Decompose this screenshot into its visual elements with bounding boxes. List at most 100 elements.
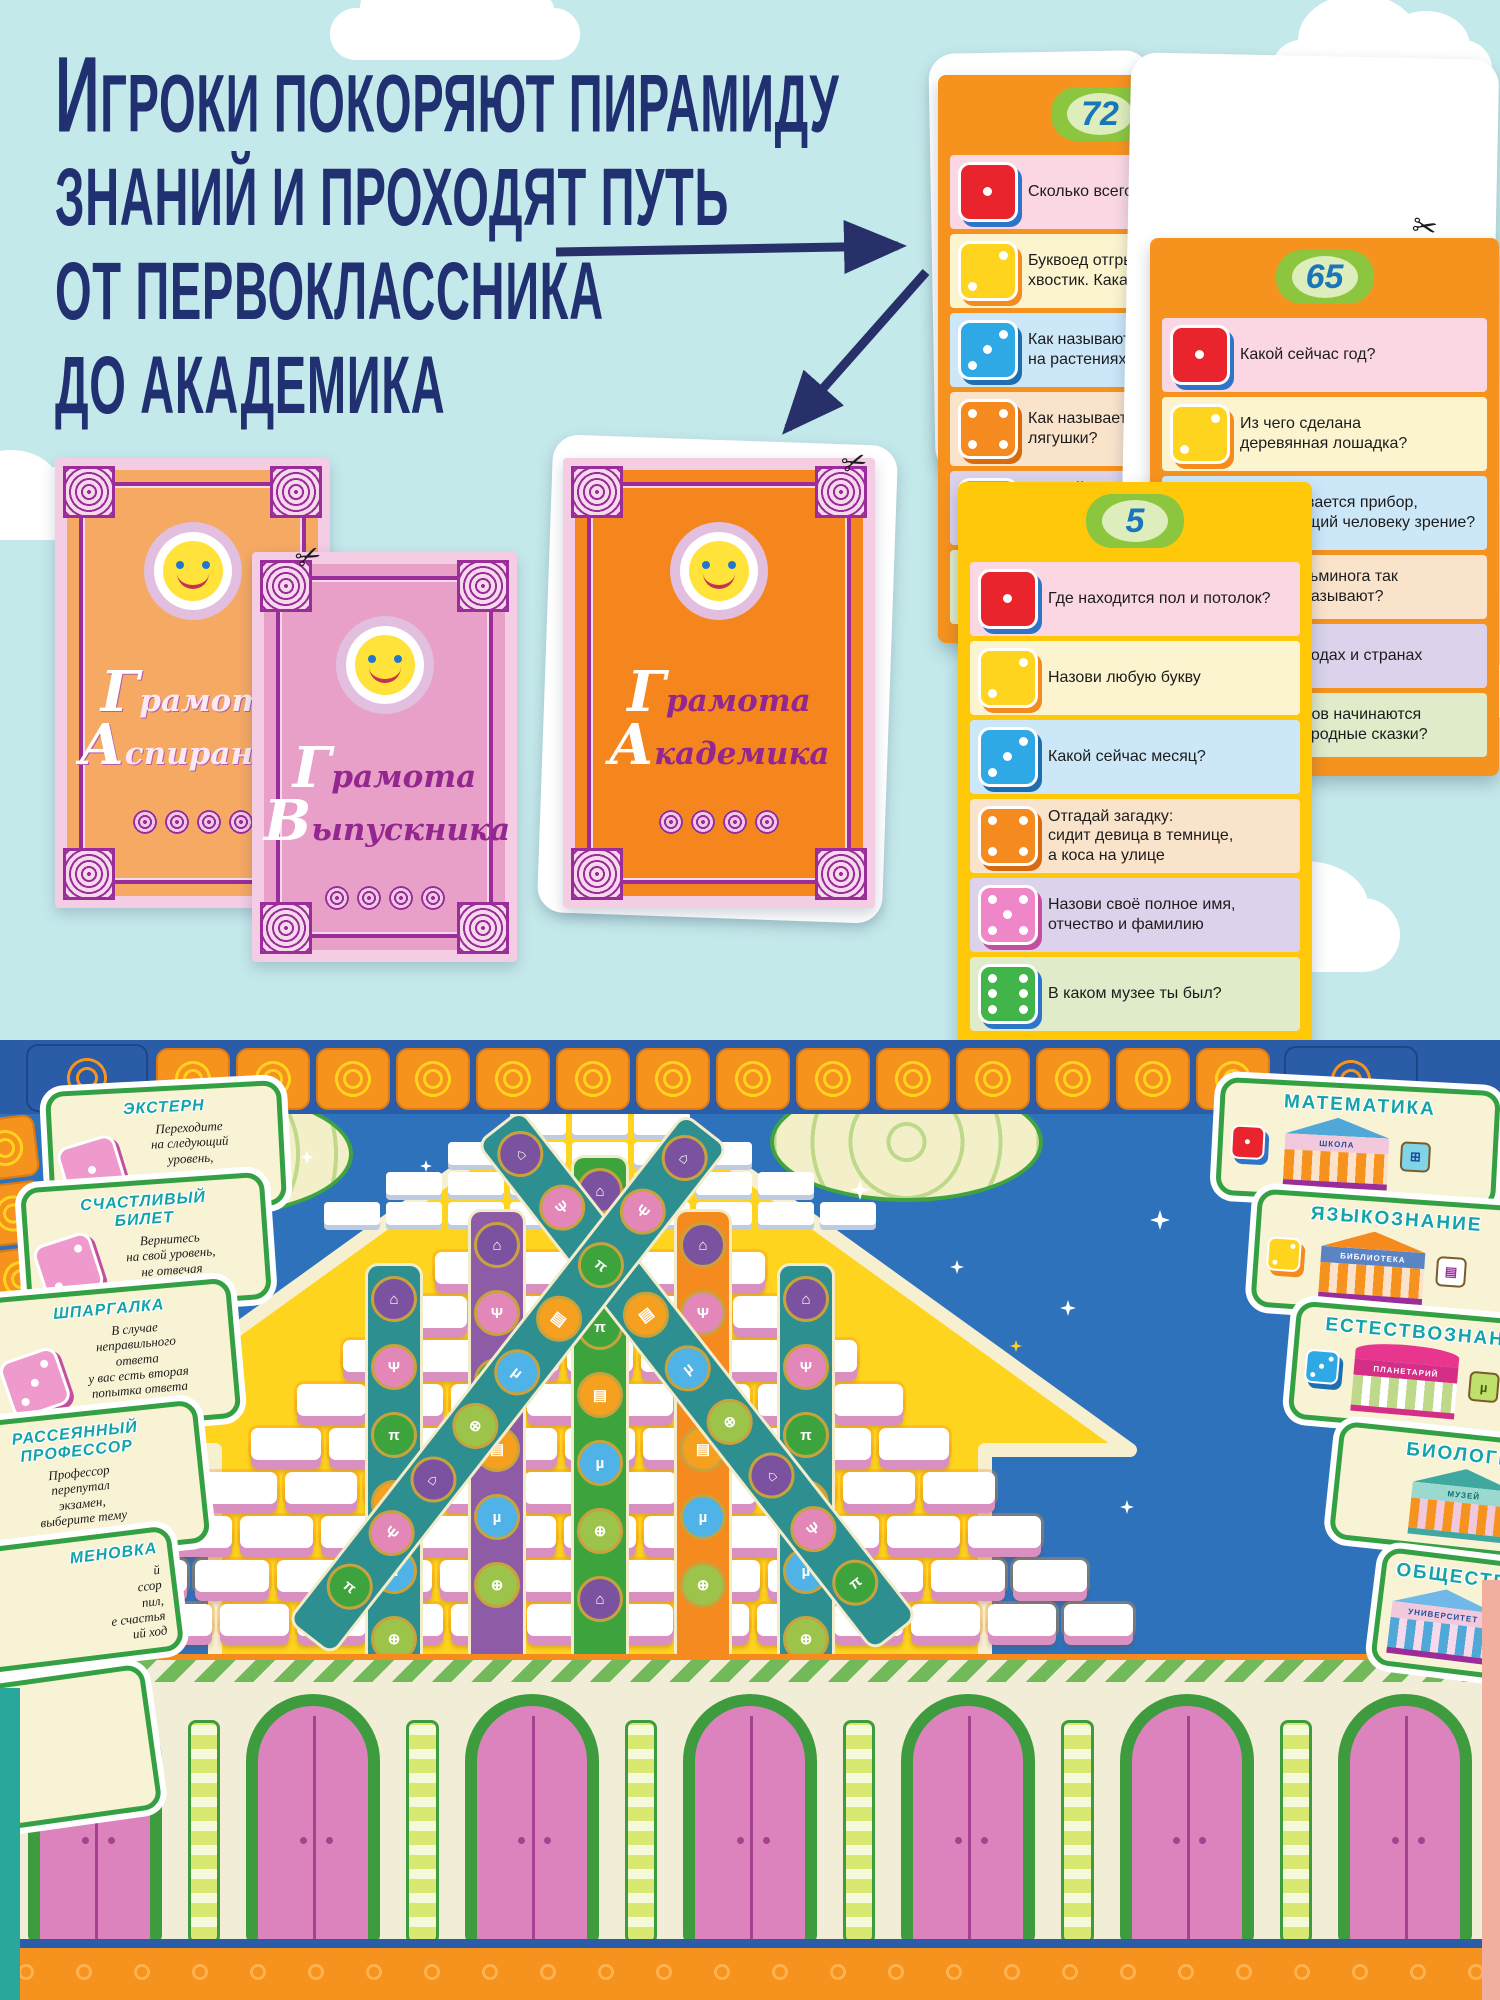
pyramid-brick (386, 1202, 442, 1225)
subject-column: ⌂Ψπ▤µ⊕ (677, 1212, 729, 1668)
headline-line: Игроки покоряют пирамиду (55, 34, 840, 156)
step-tile (887, 1516, 961, 1548)
pink-door (1131, 1706, 1242, 1944)
planetarium-building-icon: ПЛАНЕТАРИЙ (1350, 1340, 1460, 1420)
die-3-icon (978, 727, 1038, 787)
border-spiral-tile (556, 1048, 630, 1110)
step-tile (923, 1472, 995, 1504)
column (624, 1720, 657, 1944)
sun-smiley-icon (335, 616, 434, 714)
game-board: ⌂Ψπ▤µ⊕⌂⌂Ψπ▤µ⊕⌂Ψπ▤µ⊕⌂Ψπ▤µ⊕⌂Ψπ▤µ⊕⌂Ψπ▤µ⊕⌂Ψπ… (0, 1040, 1500, 2000)
column (406, 1720, 439, 1944)
question-row: Из чего сделана деревянная лошадка? (1162, 397, 1487, 471)
pyramid-brick (572, 1112, 628, 1135)
certificate-word: Грамота (292, 735, 477, 801)
spiral-corner-icon (457, 560, 509, 612)
question-text: Из чего сделана деревянная лошадка? (1240, 415, 1408, 452)
border-spiral-tile (1116, 1048, 1190, 1110)
panel-text: й ссор пил, е счастья ий ход (110, 1561, 169, 1642)
question-text: Отгадай загадку: сидит девица в темнице,… (1048, 807, 1234, 864)
book-icon: ▤ (1435, 1256, 1468, 1289)
headline-line: до академика (55, 339, 446, 432)
question-row: Отгадай загадку: сидит девица в темнице,… (970, 799, 1300, 873)
column (1061, 1720, 1094, 1944)
headline-line: знаний и проходят путь (55, 151, 729, 244)
subject-badge-lyre: Ψ (783, 1344, 829, 1390)
certificate-frame (587, 482, 851, 884)
spiral-corner-icon (815, 848, 867, 900)
board-edge-right (1482, 1580, 1500, 2000)
pyramid-brick (758, 1172, 814, 1195)
cloud-icon (330, 0, 580, 60)
subject-badge-lyre: Ψ (680, 1290, 726, 1336)
subject-badge-microscope: µ (474, 1494, 520, 1540)
certificate-word: Грамота (627, 659, 811, 725)
question-text: Назови своё полное имя, отчество и фамил… (1048, 896, 1236, 933)
step-tile (297, 1384, 366, 1416)
step-tile (284, 1472, 357, 1504)
subject-badge-microscope: µ (577, 1440, 623, 1486)
spiral-corner-icon (571, 466, 623, 518)
library-building-icon: БИБЛИОТЕКА (1317, 1228, 1427, 1306)
subject-badge-math-pi: π (783, 1412, 829, 1458)
border-spiral-tile (636, 1048, 710, 1110)
die-6-icon (978, 964, 1038, 1024)
pyramid-brick (386, 1172, 442, 1195)
die-3-icon (1303, 1348, 1341, 1386)
border-spiral-tile (476, 1048, 550, 1110)
question-row: Назови любую букву (970, 641, 1300, 715)
pyramid-brick (820, 1202, 876, 1225)
spiral-corner-icon (571, 848, 623, 900)
question-text: Какой сейчас месяц? (1048, 748, 1206, 766)
step-tile (878, 1428, 949, 1460)
die-2-icon (1170, 404, 1230, 464)
card-number-badge: 65 (1275, 250, 1374, 304)
swirl-ornament (67, 810, 318, 834)
card-number-badge: 5 (1086, 494, 1184, 548)
question-text: Где находится пол и потолок? (1048, 590, 1271, 608)
pyramid-brick (448, 1172, 504, 1195)
spiral-corner-icon (260, 560, 312, 612)
certificate-graduate: Грамота Выпускника (252, 552, 517, 962)
step-tile (910, 1604, 980, 1636)
question-row: Какой сейчас год? (1162, 318, 1487, 392)
sun-smiley-icon (143, 522, 242, 620)
subject-badge-globe: ⊕ (577, 1508, 623, 1554)
board-border-bottom (0, 1939, 1500, 2000)
castle-facade (18, 1654, 1482, 1954)
border-spiral-tile (876, 1048, 950, 1110)
pink-door (913, 1706, 1024, 1944)
die-4-icon (958, 399, 1018, 459)
question-row: Какой сейчас месяц? (970, 720, 1300, 794)
pink-door (476, 1706, 587, 1944)
subject-badge-globe: ⊕ (680, 1562, 726, 1608)
die-3-icon (958, 320, 1018, 380)
pink-door (258, 1706, 369, 1944)
step-tile (205, 1472, 277, 1504)
certificate-word: Выпускника (264, 788, 511, 854)
microscope-icon: µ (1467, 1370, 1500, 1404)
spiral-corner-icon (815, 466, 867, 518)
subject-badge-globe: ⊕ (474, 1562, 520, 1608)
spiral-corner-icon (270, 466, 322, 518)
spiral-corner-icon (63, 466, 115, 518)
step-tile (1013, 1560, 1087, 1592)
column (843, 1720, 876, 1944)
border-spiral-tile (796, 1048, 870, 1110)
subject-badge-graduation-cap: ⌂ (680, 1222, 726, 1268)
subject-badge-lyre: Ψ (474, 1290, 520, 1336)
question-row: Где находится пол и потолок? (970, 562, 1300, 636)
school-building-icon: ШКОЛА (1282, 1115, 1391, 1191)
spiral-corner-icon (457, 902, 509, 954)
step-tile (968, 1516, 1041, 1548)
swirl-ornament (264, 886, 505, 910)
column (1279, 1720, 1313, 1944)
step-tile (834, 1384, 903, 1416)
step-tile (1064, 1604, 1134, 1636)
headline-line: от первоклассника (55, 245, 604, 338)
subject-badge-graduation-cap: ⌂ (783, 1276, 829, 1322)
pyramid-brick (324, 1202, 380, 1225)
subject-badge-graduation-cap: ⌂ (577, 1576, 623, 1622)
step-tile (220, 1604, 290, 1636)
